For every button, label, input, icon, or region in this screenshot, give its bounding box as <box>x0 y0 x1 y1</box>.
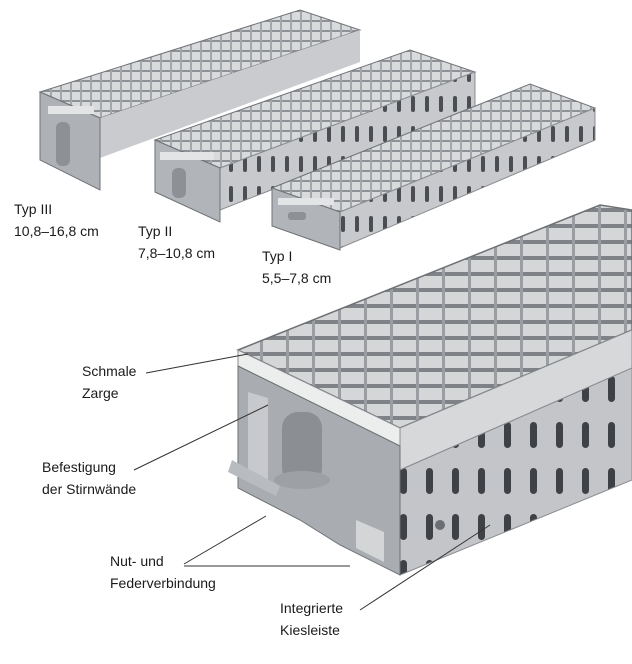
callout-schmale-zarge: Schmale Zarge <box>82 360 136 404</box>
channel-type-1 <box>270 83 597 251</box>
callout-text: der Stirnwände <box>42 481 137 497</box>
type-3-range: 10,8–16,8 cm <box>14 223 99 239</box>
callout-text: Kiesleiste <box>280 622 340 638</box>
channel-large-detail <box>228 204 632 576</box>
callout-text: Federverbindung <box>110 575 216 591</box>
label-type-2: Typ II 7,8–10,8 cm <box>138 220 215 264</box>
callout-befestigung: Befestigung der Stirnwände <box>42 456 136 500</box>
type-1-range: 5,5–7,8 cm <box>262 270 332 286</box>
callout-kiesleiste: Integrierte Kiesleiste <box>280 597 343 641</box>
label-type-1: Typ I 5,5–7,8 cm <box>262 245 331 289</box>
callout-nut-feder: Nut- und Federverbindung <box>110 550 216 594</box>
label-type-3: Typ III 10,8–16,8 cm <box>14 198 99 242</box>
callout-text: Integrierte <box>280 600 344 616</box>
callout-text: Nut- und <box>110 553 164 569</box>
type-2-name: Typ II <box>138 223 173 239</box>
callout-lines <box>133 353 491 611</box>
type-2-range: 7,8–10,8 cm <box>138 245 216 261</box>
channel-type-3 <box>38 9 362 191</box>
callout-text: Zarge <box>82 385 119 401</box>
type-3-name: Typ III <box>14 201 53 217</box>
callout-text: Schmale <box>82 363 137 379</box>
callout-text: Befestigung <box>42 459 116 475</box>
type-1-name: Typ I <box>262 248 293 264</box>
